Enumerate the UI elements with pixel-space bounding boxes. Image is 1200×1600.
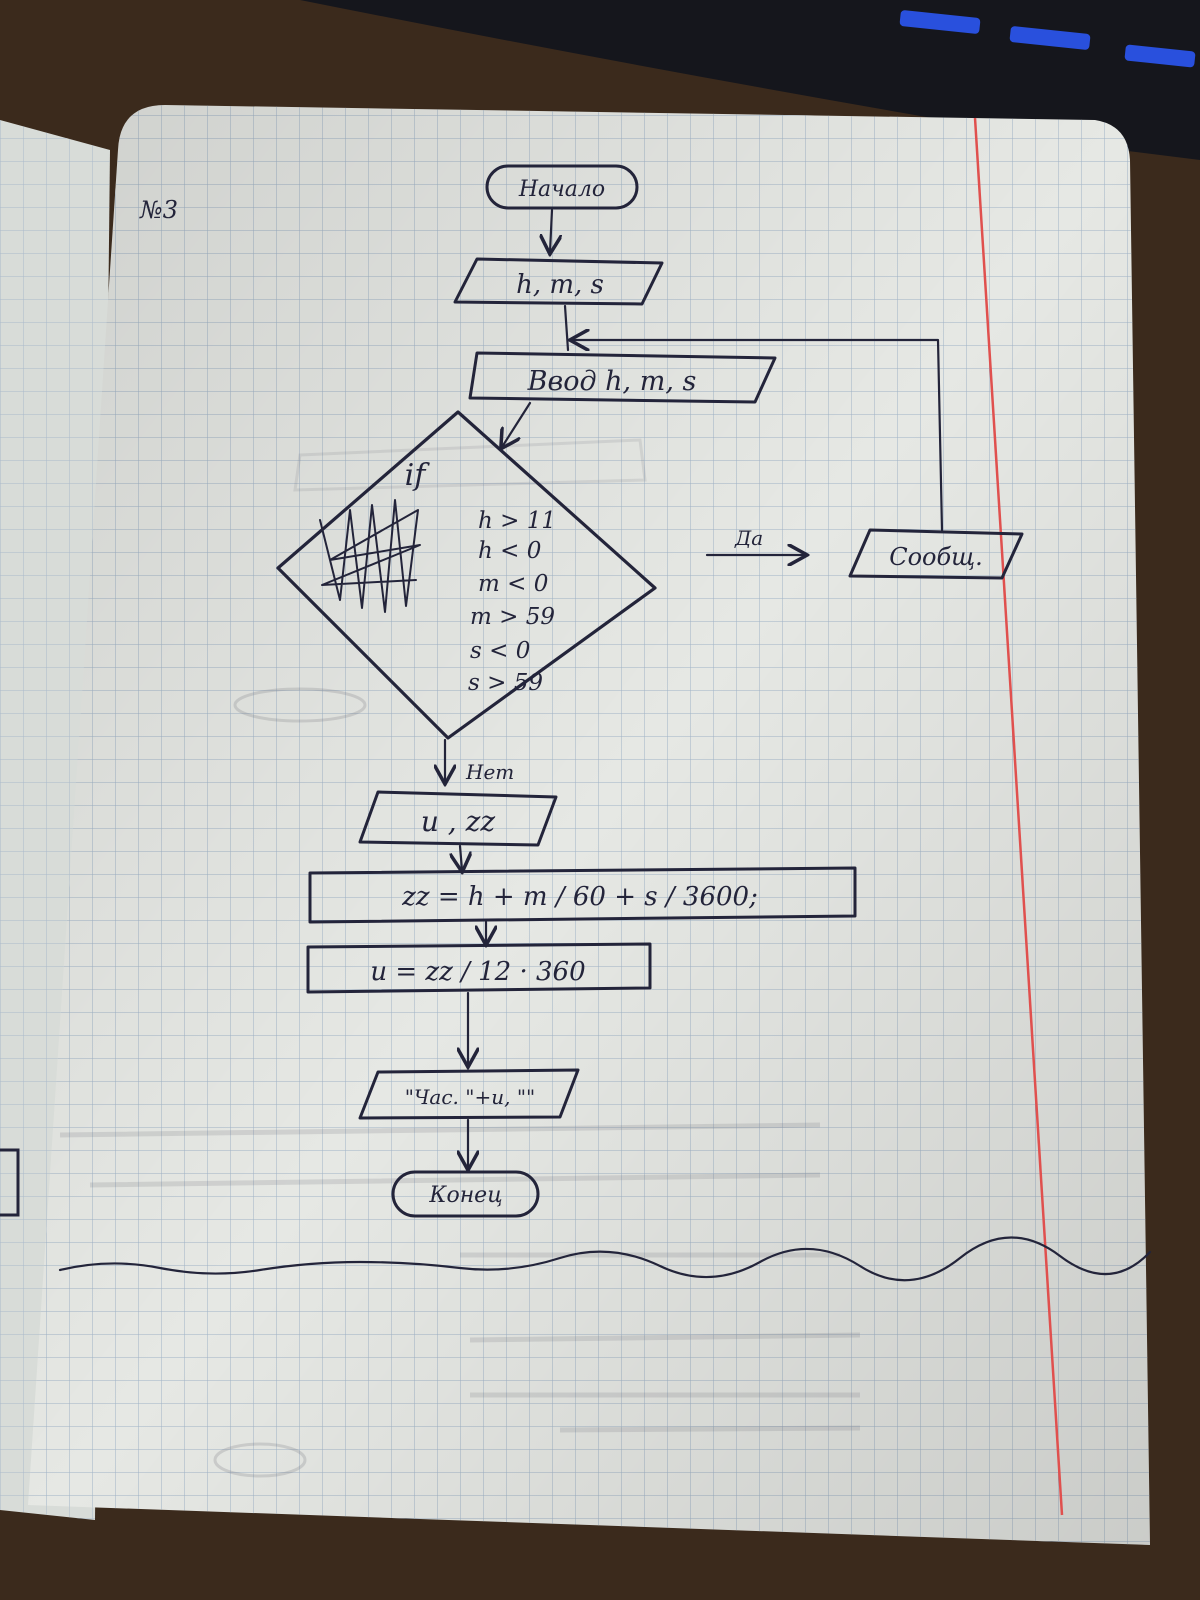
condition-line: h > 11 [478,508,556,534]
show-through-text [59,438,861,1478]
condition-line: s < 0 [470,638,530,664]
input-label: Ввод h, m, s [527,366,697,397]
notebook-page [28,105,1150,1545]
output-parallelogram [358,1068,580,1120]
flowchart: Начало h, m, s Ввод h, m, s if h > 11 h … [276,164,1024,1218]
keyboard-key-glow [899,10,981,34]
formula2-label: u = zz / 12 · 360 [370,957,585,987]
arrow-vars2-to-formula1 [460,844,462,870]
arrow-input-to-decision [502,401,532,447]
scribbled-out-text [319,499,421,613]
margin-line [973,117,1064,1516]
start-terminator [485,164,639,210]
condition-line: m < 0 [478,571,548,597]
arrow-start-to-vars [550,208,552,252]
vars2-parallelogram [358,790,558,847]
page-number: №3 [139,196,178,224]
input-parallelogram [468,351,777,404]
arrow-vars-to-input [563,304,570,352]
output-label: "Час. "+u, "" [405,1085,535,1109]
wavy-separator [58,1236,1152,1282]
keyboard-key-glow [1009,26,1091,50]
condition-line: m > 59 [470,604,555,630]
formula1-process [308,866,857,924]
no-label: Нет [465,760,514,784]
yes-label: Да [734,526,763,550]
vars-parallelogram [453,257,664,306]
condition-line: h < 0 [478,538,541,564]
formula1-label: zz = h + m / 60 + s / 3600; [401,882,758,912]
message-parallelogram [848,528,1024,580]
vars2-label: u , zz [421,805,495,838]
condition-line: s > 59 [468,670,543,696]
formula2-process [306,942,652,994]
end-label: Конец [428,1183,502,1208]
start-label: Начало [518,177,605,202]
vars-label: h, m, s [516,270,604,300]
end-terminator [391,1170,540,1218]
keyboard-key-glow [1124,44,1196,68]
loop-back-arrow [572,340,944,532]
decision-diamond [276,410,657,740]
message-label: Сообщ. [889,543,983,571]
